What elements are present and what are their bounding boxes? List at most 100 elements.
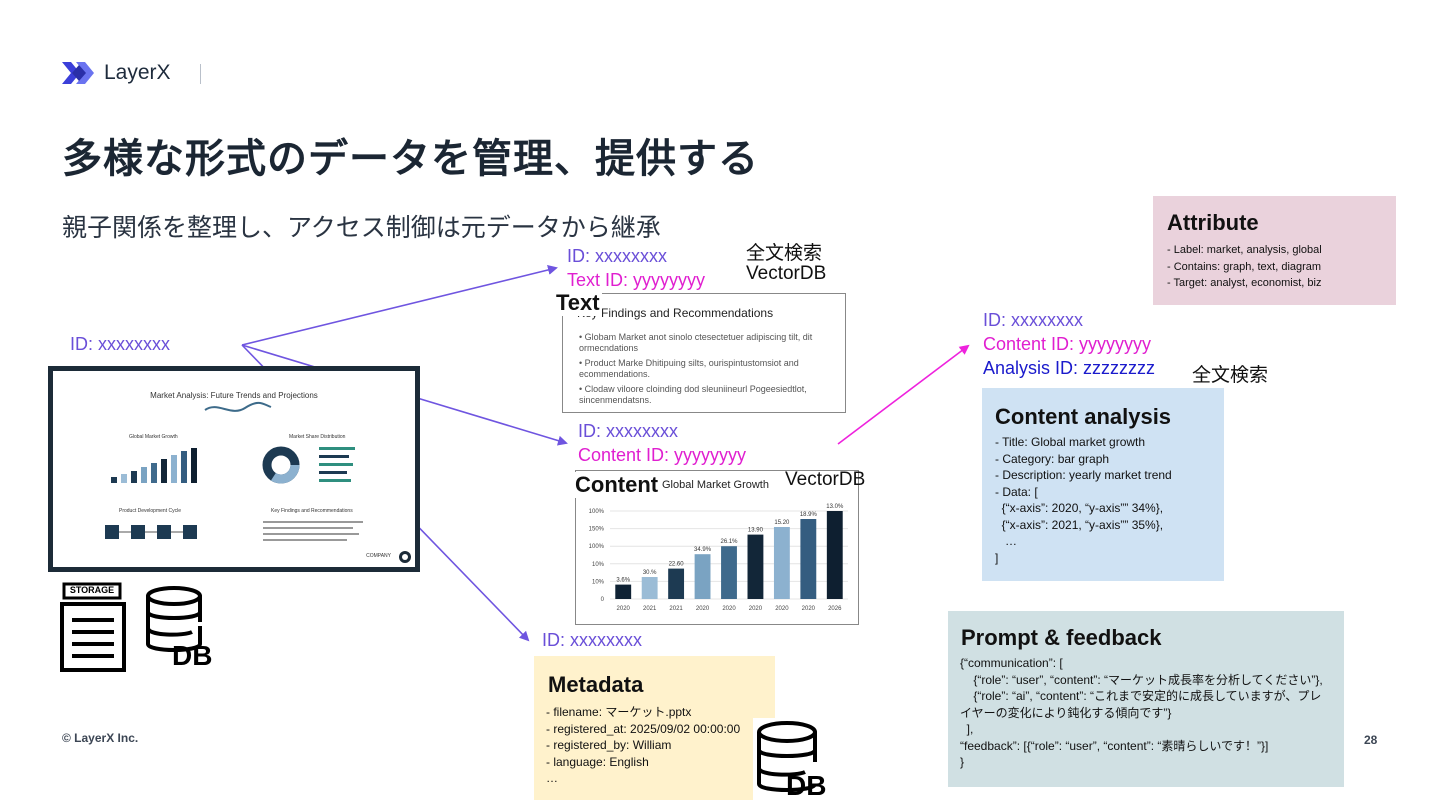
x-tick-label: 2026	[828, 606, 842, 612]
data-label: 13.90	[748, 528, 764, 534]
data-label: 15.20	[774, 520, 790, 526]
attribute-lines: - Label: market, analysis, global - Cont…	[1167, 242, 1322, 292]
text-node-id: ID: xxxxxxxx	[567, 246, 668, 266]
content-kind-label: Content	[573, 472, 661, 498]
list-item: ],	[960, 722, 974, 736]
prompt-feedback-box: Prompt & feedback {“communication”: [ {“…	[948, 611, 1344, 787]
list-item: {“x-axis”: 2020, “y-axis”” 34%},	[995, 501, 1164, 515]
list-item: - language: English	[546, 754, 649, 769]
analysis-node-analysis-id: Analysis ID: zzzzzzzz	[983, 358, 1156, 378]
metadata-lines: - filename: マーケット.pptx - registered_at: …	[546, 704, 740, 787]
list-item: • Globam Market anot sinolo ctesectetuer…	[579, 332, 813, 353]
slide-chart3-title: Product Development Cycle	[119, 508, 181, 514]
analysis-node-content-id: Content ID: yyyyyyyy	[983, 334, 1152, 354]
slide-chart2-title: Market Share Distribution	[289, 434, 346, 440]
logo: LayerX	[62, 60, 171, 86]
content-node-content-id: Content ID: yyyyyyyy	[578, 445, 747, 465]
content-node-id: ID: xxxxxxxx	[578, 421, 679, 441]
x-tick-label: 2020	[775, 606, 789, 612]
bar	[721, 546, 737, 599]
footer-copyright: © LayerX Inc.	[62, 731, 139, 745]
list-item: …	[995, 534, 1018, 548]
x-tick-label: 2020	[722, 606, 736, 612]
logo-text: LayerX	[104, 61, 171, 84]
y-tick-label: 10%	[592, 579, 605, 585]
source-id-label: ID: xxxxxxxx	[70, 334, 171, 354]
metadata-db-label: DB	[786, 770, 827, 801]
slide-mini-donut-chart	[262, 446, 355, 484]
bar	[747, 534, 764, 599]
bar	[668, 568, 685, 599]
list-item: - Target: analyst, economist, biz	[1167, 277, 1322, 289]
data-label: 18.9%	[800, 512, 818, 518]
database-icon	[146, 586, 202, 652]
arrow-to-analysis	[837, 344, 970, 445]
y-tick-label: 100%	[589, 544, 605, 550]
content-chart-title: Global Market Growth	[662, 479, 769, 491]
text-card-bullets: • Globam Market anot sinolo ctesectetuer…	[579, 332, 839, 410]
page-subtitle: 親子関係を整理し、アクセス制御は元データから継承	[62, 213, 661, 242]
page-title: 多様な形式のデータを管理、提供する	[62, 136, 759, 182]
text-node-text-id: Text ID: yyyyyyyy	[567, 270, 706, 290]
slide-wave-decoration	[204, 401, 272, 412]
x-tick-label: 2020	[802, 606, 816, 612]
source-slide-thumbnail: Market Analysis: Future Trends and Proje…	[48, 366, 420, 572]
metadata-box: Metadata - filename: マーケット.pptx - regist…	[534, 656, 775, 800]
y-tick-label: 150%	[589, 527, 605, 533]
list-item: - filename: マーケット.pptx	[546, 705, 692, 719]
prompt-feedback-lines: {“communication”: [ {“role”: “user”, “co…	[960, 655, 1323, 771]
list-item: - Description: yearly market trend	[995, 468, 1172, 482]
bar	[826, 511, 843, 599]
slide-chart1-title: Global Market Growth	[129, 434, 178, 440]
list-item: - registered_at: 2025/09/02 00:00:00	[546, 721, 741, 736]
slide-chart4-title: Key Findings and Recommendations	[271, 508, 353, 514]
fulltext-search-label: 全文検索	[746, 243, 823, 264]
slide-corner-icon	[399, 551, 411, 563]
list-item: - Label: market, analysis, global	[1167, 244, 1322, 256]
y-tick-label: 100%	[589, 509, 605, 515]
list-item: “feedback”: [{“role”: “user”, “content”:…	[960, 738, 1269, 753]
text-card-title: Key Findings and Recommendations	[577, 306, 774, 320]
metadata-id-label: ID: xxxxxxxx	[542, 630, 643, 650]
bar	[773, 527, 790, 599]
data-label: 13.0%	[826, 504, 844, 510]
data-label: 3.6%	[616, 578, 630, 584]
list-item: {“role”: “ai”, “content”: “これまで安定的に成長してい…	[960, 689, 1322, 703]
x-tick-label: 2021	[669, 606, 683, 612]
list-item: - Title: Global market growth	[995, 435, 1146, 449]
x-tick-label: 2020	[696, 606, 710, 612]
text-kind-label: Text	[554, 290, 602, 316]
list-item: - Data: [	[995, 484, 1038, 499]
attribute-box: Attribute - Label: market, analysis, glo…	[1153, 196, 1396, 305]
list-item: }	[960, 755, 965, 769]
db-label: DB	[172, 640, 213, 671]
list-item: • Product Marke Dhitipuing silts, ourisp…	[579, 358, 799, 379]
list-item: - Category: bar graph	[995, 451, 1110, 466]
content-analysis-title: Content analysis	[995, 404, 1172, 429]
text-card: Key Findings and Recommendations • Globa…	[562, 293, 846, 413]
analysis-fulltext-label: 全文検索	[1192, 365, 1269, 386]
bar	[694, 554, 711, 599]
storage-label: STORAGE	[69, 585, 115, 595]
bar-chart: 100%150%100%10%10%03.6%202030.%202122.60…	[589, 504, 848, 612]
content-analysis-lines: - Title: Global market growth - Category…	[995, 434, 1172, 566]
page-number: 28	[1364, 733, 1378, 747]
attribute-title: Attribute	[1167, 210, 1259, 235]
x-tick-label: 2021	[643, 606, 657, 612]
slide-mini-text-lines	[263, 521, 363, 541]
prompt-feedback-title: Prompt & feedback	[961, 625, 1162, 650]
layerx-logo-icon	[62, 62, 94, 84]
y-tick-label: 0	[601, 597, 605, 603]
data-label: 22.60	[669, 562, 685, 568]
vectordb-label: VectorDB	[746, 263, 827, 284]
list-item: - Contains: graph, text, diagram	[1167, 260, 1322, 273]
bar	[800, 519, 817, 599]
analysis-node-id: ID: xxxxxxxx	[983, 310, 1084, 330]
list-item: - registered_by: William	[546, 738, 672, 752]
bar	[615, 584, 632, 599]
storage-icon	[60, 582, 126, 672]
bar	[641, 577, 658, 599]
list-item: イヤーの変化により鈍化する傾向です”}	[960, 705, 1172, 720]
content-analysis-box: Content analysis - Title: Global market …	[982, 388, 1224, 581]
y-tick-label: 10%	[592, 562, 605, 568]
